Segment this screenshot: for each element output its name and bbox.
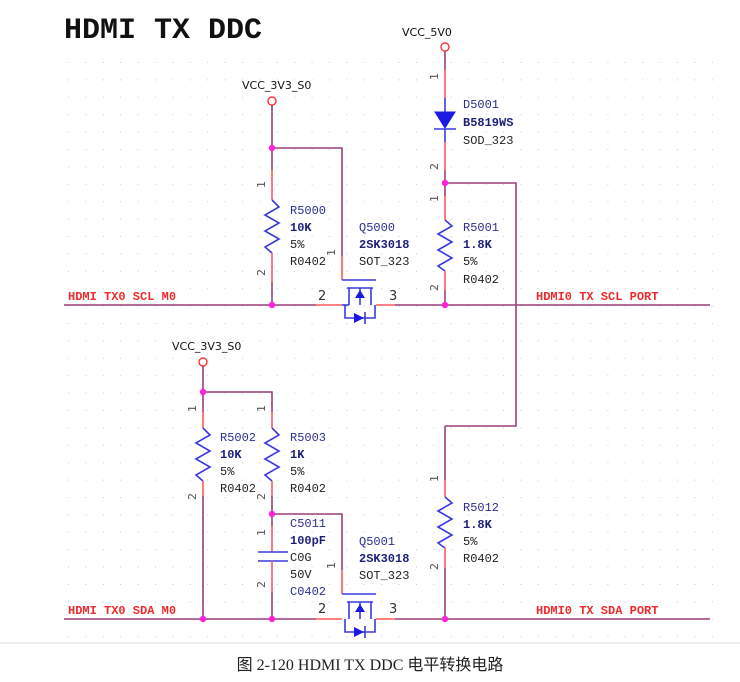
q5001-package: SOT_323	[359, 569, 409, 583]
resistor-r5000	[263, 199, 281, 254]
net-label-scl-in: HDMI TX0 SCL M0	[68, 290, 176, 304]
r5001-ref: R5001	[463, 221, 499, 235]
power-label-vcc-3v3-bottom: VCC_3V3_S0	[172, 340, 241, 353]
pin-number: 2	[255, 493, 268, 500]
r5012-package: R0402	[463, 552, 499, 566]
pin-number: 1	[428, 475, 441, 482]
r5002-package: R0402	[220, 482, 256, 496]
r5012-value: 1.8K	[463, 518, 493, 532]
r5002-tolerance: 5%	[220, 465, 235, 479]
c5011-package: C0402	[290, 585, 326, 599]
junction-dot	[199, 388, 207, 396]
r5000-value: 10K	[290, 221, 312, 235]
junction-dot	[268, 510, 276, 518]
r5002-ref: R5002	[220, 431, 256, 445]
pin-number: 2	[255, 581, 268, 588]
junction-dot	[268, 301, 276, 309]
pin-number: 1	[428, 73, 441, 80]
q5001-value: 2SK3018	[359, 552, 409, 566]
wire-gate-q5000	[272, 147, 343, 256]
pin-number: 1	[186, 405, 199, 412]
capacitor-c5011	[258, 551, 288, 562]
r5012-tolerance: 5%	[463, 535, 478, 549]
q5001-pin3-label: 3	[389, 602, 397, 617]
c5011-value: 100pF	[290, 534, 326, 548]
q5000-pin2-label: 2	[318, 289, 326, 304]
pin-number: 1	[255, 181, 268, 188]
wire-5v-to-r5012	[445, 182, 517, 427]
pin-number: 1	[325, 562, 338, 569]
net-label-sda-in: HDMI TX0 SDA M0	[68, 604, 176, 618]
c5011-voltage: 50V	[290, 568, 312, 582]
junction-dot	[441, 179, 449, 187]
r5000-package: R0402	[290, 255, 326, 269]
c5011-ref: C5011	[290, 517, 326, 531]
wire	[203, 391, 273, 412]
net-label-sda-out: HDMI0 TX SDA PORT	[536, 604, 658, 618]
power-port-vcc-3v3-bottom	[198, 357, 208, 367]
r5000-tolerance: 5%	[290, 238, 305, 252]
pin-number: 2	[255, 269, 268, 276]
r5001-package: R0402	[463, 273, 499, 287]
schematic-title: HDMI TX DDC	[64, 14, 262, 48]
resistor-r5003	[263, 427, 281, 482]
r5001-tolerance: 5%	[463, 255, 478, 269]
r5000-ref: R5000	[290, 204, 326, 218]
q5000-pin3-label: 3	[389, 289, 397, 304]
pin-number: 2	[186, 493, 199, 500]
pin-number: 2	[428, 163, 441, 170]
junction-dot	[441, 615, 449, 623]
grid-dots	[68, 62, 713, 638]
power-label-vcc-3v3-top: VCC_3V3_S0	[242, 79, 311, 92]
q5001-pin2-label: 2	[318, 602, 326, 617]
net-label-scl-out: HDMI0 TX SCL PORT	[536, 290, 658, 304]
r5001-value: 1.8K	[463, 238, 493, 252]
q5001-ref: Q5001	[359, 535, 395, 549]
wire-gate-q5001	[272, 513, 343, 570]
r5003-value: 1K	[290, 448, 305, 462]
power-label-vcc-5v0: VCC_5V0	[402, 26, 452, 39]
resistor-r5001	[436, 219, 454, 272]
pin-number: 1	[428, 195, 441, 202]
junction-dot	[268, 615, 276, 623]
pin-number: 2	[428, 284, 441, 291]
diode-d5001	[434, 98, 456, 142]
junction-dot	[441, 301, 449, 309]
mosfet-q5000	[342, 279, 376, 324]
r5003-ref: R5003	[290, 431, 326, 445]
q5000-package: SOT_323	[359, 255, 409, 269]
pin-number: 1	[255, 405, 268, 412]
resistor-r5012	[436, 496, 454, 549]
r5012-ref: R5012	[463, 501, 499, 515]
power-port-vcc-3v3-top	[267, 96, 277, 106]
d5001-value: B5819WS	[463, 116, 513, 130]
q5000-ref: Q5000	[359, 221, 395, 235]
d5001-ref: D5001	[463, 98, 499, 112]
q5000-value: 2SK3018	[359, 238, 409, 252]
mosfet-q5001	[342, 593, 376, 638]
pin-number: 1	[325, 249, 338, 256]
power-port-vcc-5v0	[440, 42, 450, 52]
resistor-r5002	[194, 427, 212, 482]
r5002-value: 10K	[220, 448, 242, 462]
r5003-package: R0402	[290, 482, 326, 496]
pin-number: 1	[255, 529, 268, 536]
figure-caption: 图 2-120 HDMI TX DDC 电平转换电路	[237, 656, 504, 674]
r5003-tolerance: 5%	[290, 465, 305, 479]
junction-dot	[268, 144, 276, 152]
d5001-package: SOD_323	[463, 134, 513, 148]
pin-number: 2	[428, 563, 441, 570]
junction-dot	[199, 615, 207, 623]
c5011-dielectric: C0G	[290, 551, 312, 565]
